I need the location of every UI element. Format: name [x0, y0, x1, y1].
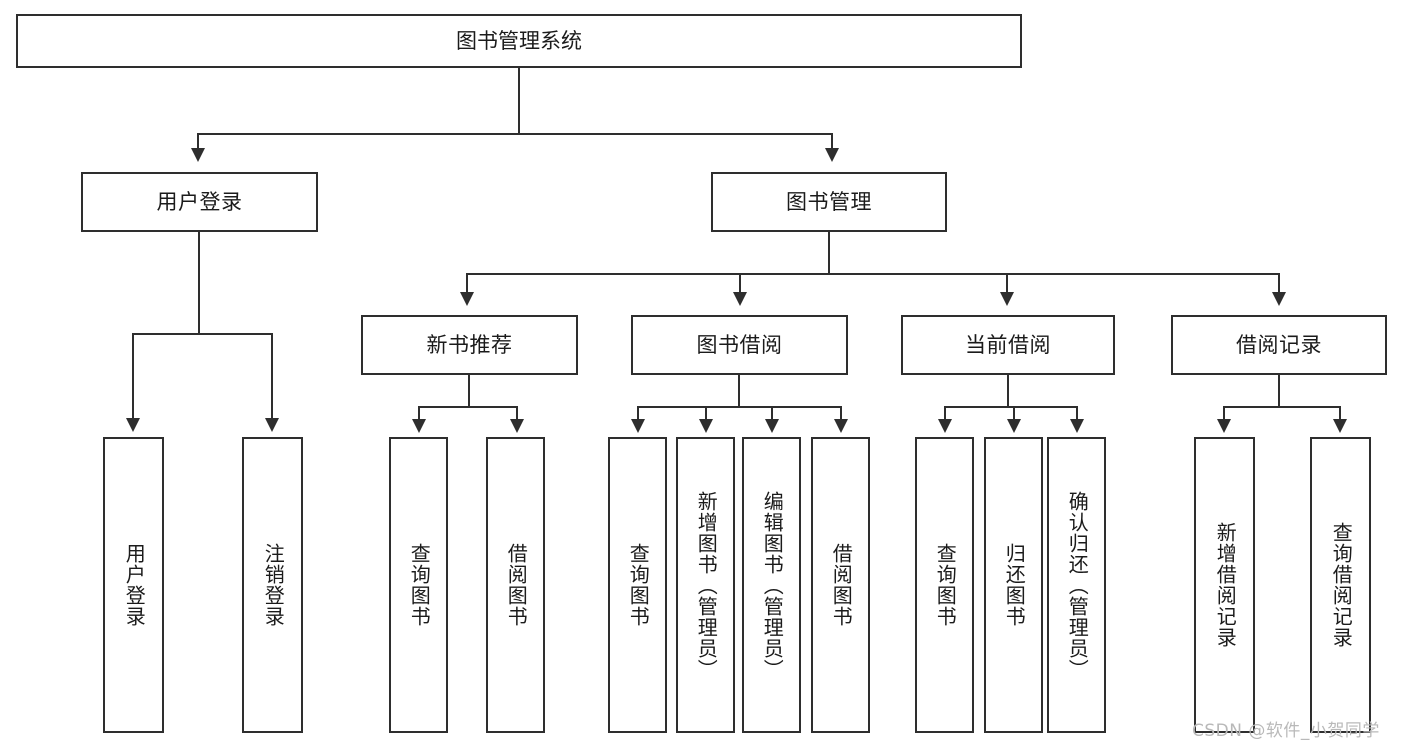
- csdn-watermark: CSDN @软件_小贺同学: [1192, 721, 1380, 741]
- node-label: 借阅记录: [1236, 332, 1322, 357]
- node-borrow-record[interactable]: 借阅记录: [1171, 315, 1387, 375]
- node-label: 新增借阅记录: [1213, 522, 1238, 648]
- edge-book-mgmt-bus: [466, 273, 1280, 275]
- leaf-book-borrow-1[interactable]: 新增图书（管理员）: [676, 437, 735, 733]
- node-user-login[interactable]: 用户登录: [81, 172, 318, 232]
- edge-root-to-user-login: [197, 133, 199, 151]
- edge-book-borrow-to-leaf-1: [705, 406, 707, 422]
- node-label: 查询图书: [933, 543, 958, 627]
- node-label: 借阅图书: [504, 543, 529, 627]
- arrow-current-borrow-to-leaf-0: [938, 419, 952, 433]
- node-label: 查询图书: [407, 543, 432, 627]
- edge-current-borrow-stem: [1007, 375, 1009, 407]
- node-book-management[interactable]: 图书管理: [711, 172, 947, 232]
- edge-borrow-record-bus: [1223, 406, 1340, 408]
- leaf-current-borrow-1[interactable]: 归还图书: [984, 437, 1043, 733]
- leaf-new-book-0[interactable]: 查询图书: [389, 437, 448, 733]
- leaf-borrow-record-0[interactable]: 新增借阅记录: [1194, 437, 1255, 733]
- node-label: 用户登录: [156, 189, 243, 214]
- node-current-borrow[interactable]: 当前借阅: [901, 315, 1115, 375]
- node-label: 借阅图书: [829, 543, 854, 627]
- arrow-book-mgmt-to-book-borrow: [733, 292, 747, 306]
- arrow-user-login-to-leaf-0: [126, 418, 140, 432]
- node-label: 当前借阅: [965, 332, 1051, 357]
- leaf-current-borrow-0[interactable]: 查询图书: [915, 437, 974, 733]
- arrow-book-borrow-to-leaf-1: [699, 419, 713, 433]
- edge-book-mgmt-to-borrow-record: [1278, 273, 1280, 295]
- edge-book-borrow-to-leaf-2: [771, 406, 773, 422]
- node-label: 用户登录: [122, 543, 147, 627]
- edge-root-bus: [197, 133, 833, 135]
- edge-root-stem: [518, 68, 520, 134]
- edge-new-book-bus: [418, 406, 518, 408]
- node-label: 归还图书: [1002, 543, 1027, 627]
- arrow-book-mgmt-to-borrow-record: [1272, 292, 1286, 306]
- edge-root-to-book-mgmt: [831, 133, 833, 151]
- leaf-book-borrow-0[interactable]: 查询图书: [608, 437, 667, 733]
- node-label: 新书推荐: [426, 332, 513, 357]
- node-label: 图书管理系统: [456, 28, 582, 53]
- arrow-root-to-book-mgmt: [825, 148, 839, 162]
- edge-user-login-bus: [132, 333, 272, 335]
- arrow-user-login-to-leaf-1: [265, 418, 279, 432]
- edge-user-login-to-leaf-0: [132, 333, 134, 421]
- arrow-book-mgmt-to-current-borrow: [1000, 292, 1014, 306]
- edge-user-login-stem: [198, 232, 200, 334]
- arrow-book-mgmt-to-new-book: [460, 292, 474, 306]
- leaf-borrow-record-1[interactable]: 查询借阅记录: [1310, 437, 1371, 733]
- edge-book-borrow-bus: [637, 406, 842, 408]
- arrow-borrow-record-to-leaf-0: [1217, 419, 1231, 433]
- node-label: 注销登录: [261, 543, 286, 627]
- node-label: 图书管理: [786, 189, 872, 214]
- edge-current-borrow-to-leaf-2: [1076, 406, 1078, 422]
- edge-new-book-to-leaf-0: [418, 406, 420, 422]
- leaf-user-login-1[interactable]: 注销登录: [242, 437, 303, 733]
- edge-current-borrow-to-leaf-1: [1013, 406, 1015, 422]
- edge-borrow-record-to-leaf-1: [1339, 406, 1341, 422]
- leaf-book-borrow-2[interactable]: 编辑图书（管理员）: [742, 437, 801, 733]
- edge-book-borrow-to-leaf-3: [840, 406, 842, 422]
- edge-current-borrow-bus: [944, 406, 1078, 408]
- edge-borrow-record-to-leaf-0: [1223, 406, 1225, 422]
- leaf-current-borrow-2[interactable]: 确认归还（管理员）: [1047, 437, 1106, 733]
- arrow-book-borrow-to-leaf-3: [834, 419, 848, 433]
- edge-book-mgmt-to-book-borrow: [739, 273, 741, 295]
- leaf-book-borrow-3[interactable]: 借阅图书: [811, 437, 870, 733]
- arrow-current-borrow-to-leaf-1: [1007, 419, 1021, 433]
- node-label: 查询图书: [626, 543, 651, 627]
- edge-user-login-to-leaf-1: [271, 333, 273, 421]
- arrow-current-borrow-to-leaf-2: [1070, 419, 1084, 433]
- node-label: 图书借阅: [696, 332, 783, 357]
- node-label: 确认归还（管理员）: [1065, 490, 1090, 680]
- node-label: 查询借阅记录: [1329, 522, 1354, 648]
- node-book-borrow[interactable]: 图书借阅: [631, 315, 848, 375]
- arrow-borrow-record-to-leaf-1: [1333, 419, 1347, 433]
- node-root-system[interactable]: 图书管理系统: [16, 14, 1022, 68]
- node-new-book-recommend[interactable]: 新书推荐: [361, 315, 578, 375]
- arrow-book-borrow-to-leaf-0: [631, 419, 645, 433]
- node-label: 编辑图书（管理员）: [760, 490, 785, 680]
- edge-current-borrow-to-leaf-0: [944, 406, 946, 422]
- edge-borrow-record-stem: [1278, 375, 1280, 407]
- edge-new-book-stem: [468, 375, 470, 407]
- edge-book-mgmt-to-current-borrow: [1006, 273, 1008, 295]
- arrow-root-to-user-login: [191, 148, 205, 162]
- arrow-new-book-to-leaf-1: [510, 419, 524, 433]
- node-label: 新增图书（管理员）: [694, 490, 719, 680]
- edge-book-borrow-to-leaf-0: [637, 406, 639, 422]
- edge-book-mgmt-stem: [828, 232, 830, 274]
- arrow-book-borrow-to-leaf-2: [765, 419, 779, 433]
- arrow-new-book-to-leaf-0: [412, 419, 426, 433]
- edge-new-book-to-leaf-1: [516, 406, 518, 422]
- edge-book-mgmt-to-new-book: [466, 273, 468, 295]
- leaf-user-login-0[interactable]: 用户登录: [103, 437, 164, 733]
- edge-book-borrow-stem: [738, 375, 740, 407]
- leaf-new-book-1[interactable]: 借阅图书: [486, 437, 545, 733]
